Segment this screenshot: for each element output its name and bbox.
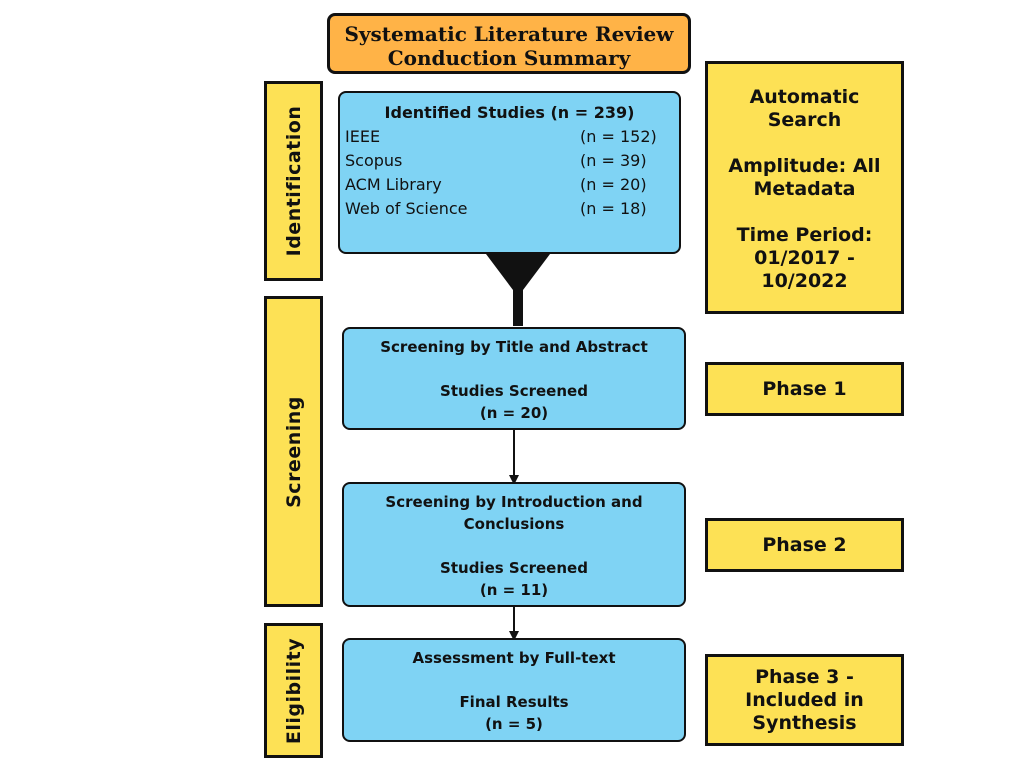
source-row: ACM Library (n = 20) [340, 173, 679, 197]
source-name: Scopus [345, 151, 403, 170]
source-count: (n = 152) [580, 127, 657, 146]
phase-3-label: Phase 3 - [755, 666, 854, 688]
phase-2-box: Phase 2 [705, 518, 904, 572]
search-info-line: Metadata [753, 178, 856, 200]
source-row: Web of Science (n = 18) [340, 197, 679, 221]
title-line-1: Systematic Literature Review [344, 22, 674, 46]
search-info-box: Automatic Search Amplitude: All Metadata… [705, 61, 904, 314]
diagram-title: Systematic Literature Review Conduction … [327, 13, 691, 74]
step-heading: Screening by Introduction and [385, 493, 643, 511]
full-text-assessment-box: Assessment by Full-text Final Results (n… [342, 638, 686, 742]
step-label: Final Results [459, 693, 569, 711]
source-count: (n = 39) [580, 151, 647, 170]
search-info-line: 01/2017 - [754, 247, 855, 269]
search-info-line: 10/2022 [761, 270, 848, 292]
identified-studies-heading: Identified Studies (n = 239) [384, 103, 635, 122]
phase-2-label: Phase 2 [762, 534, 847, 556]
phase-3-label: Synthesis [752, 712, 857, 734]
step-heading: Assessment by Full-text [412, 649, 616, 667]
funnel-icon [486, 254, 550, 326]
identified-studies-box: Identified Studies (n = 239) IEEE (n = 1… [338, 91, 681, 254]
search-info-line: Automatic [749, 86, 860, 108]
step-heading: Screening by Title and Abstract [380, 338, 648, 356]
phase-3-box: Phase 3 - Included in Synthesis [705, 654, 904, 746]
title-abstract-screening-box: Screening by Title and Abstract Studies … [342, 327, 686, 430]
phase-1-box: Phase 1 [705, 362, 904, 416]
intro-conclusions-screening-box: Screening by Introduction and Conclusion… [342, 482, 686, 607]
source-count: (n = 20) [580, 175, 647, 194]
stage-screening: Screening [264, 296, 323, 607]
search-info-line: Amplitude: All [728, 155, 881, 177]
step-heading: Conclusions [463, 515, 565, 533]
source-row: IEEE (n = 152) [340, 125, 679, 149]
search-info-line: Search [767, 109, 842, 131]
step-count: (n = 20) [479, 404, 549, 422]
stage-identification: Identification [264, 81, 323, 281]
source-name: IEEE [345, 127, 381, 146]
source-row: Scopus (n = 39) [340, 149, 679, 173]
step-label: Studies Screened [440, 382, 588, 400]
phase-3-label: Included in [745, 689, 864, 711]
step-count: (n = 11) [479, 581, 549, 599]
phase-1-label: Phase 1 [762, 378, 847, 400]
title-line-2: Conduction Summary [387, 46, 631, 70]
search-info-line: Time Period: [736, 224, 873, 246]
step-label: Studies Screened [440, 559, 588, 577]
source-name: ACM Library [345, 175, 442, 194]
source-name: Web of Science [345, 199, 468, 218]
source-count: (n = 18) [580, 199, 647, 218]
step-count: (n = 5) [485, 715, 543, 733]
stage-eligibility: Eligibility [264, 623, 323, 758]
